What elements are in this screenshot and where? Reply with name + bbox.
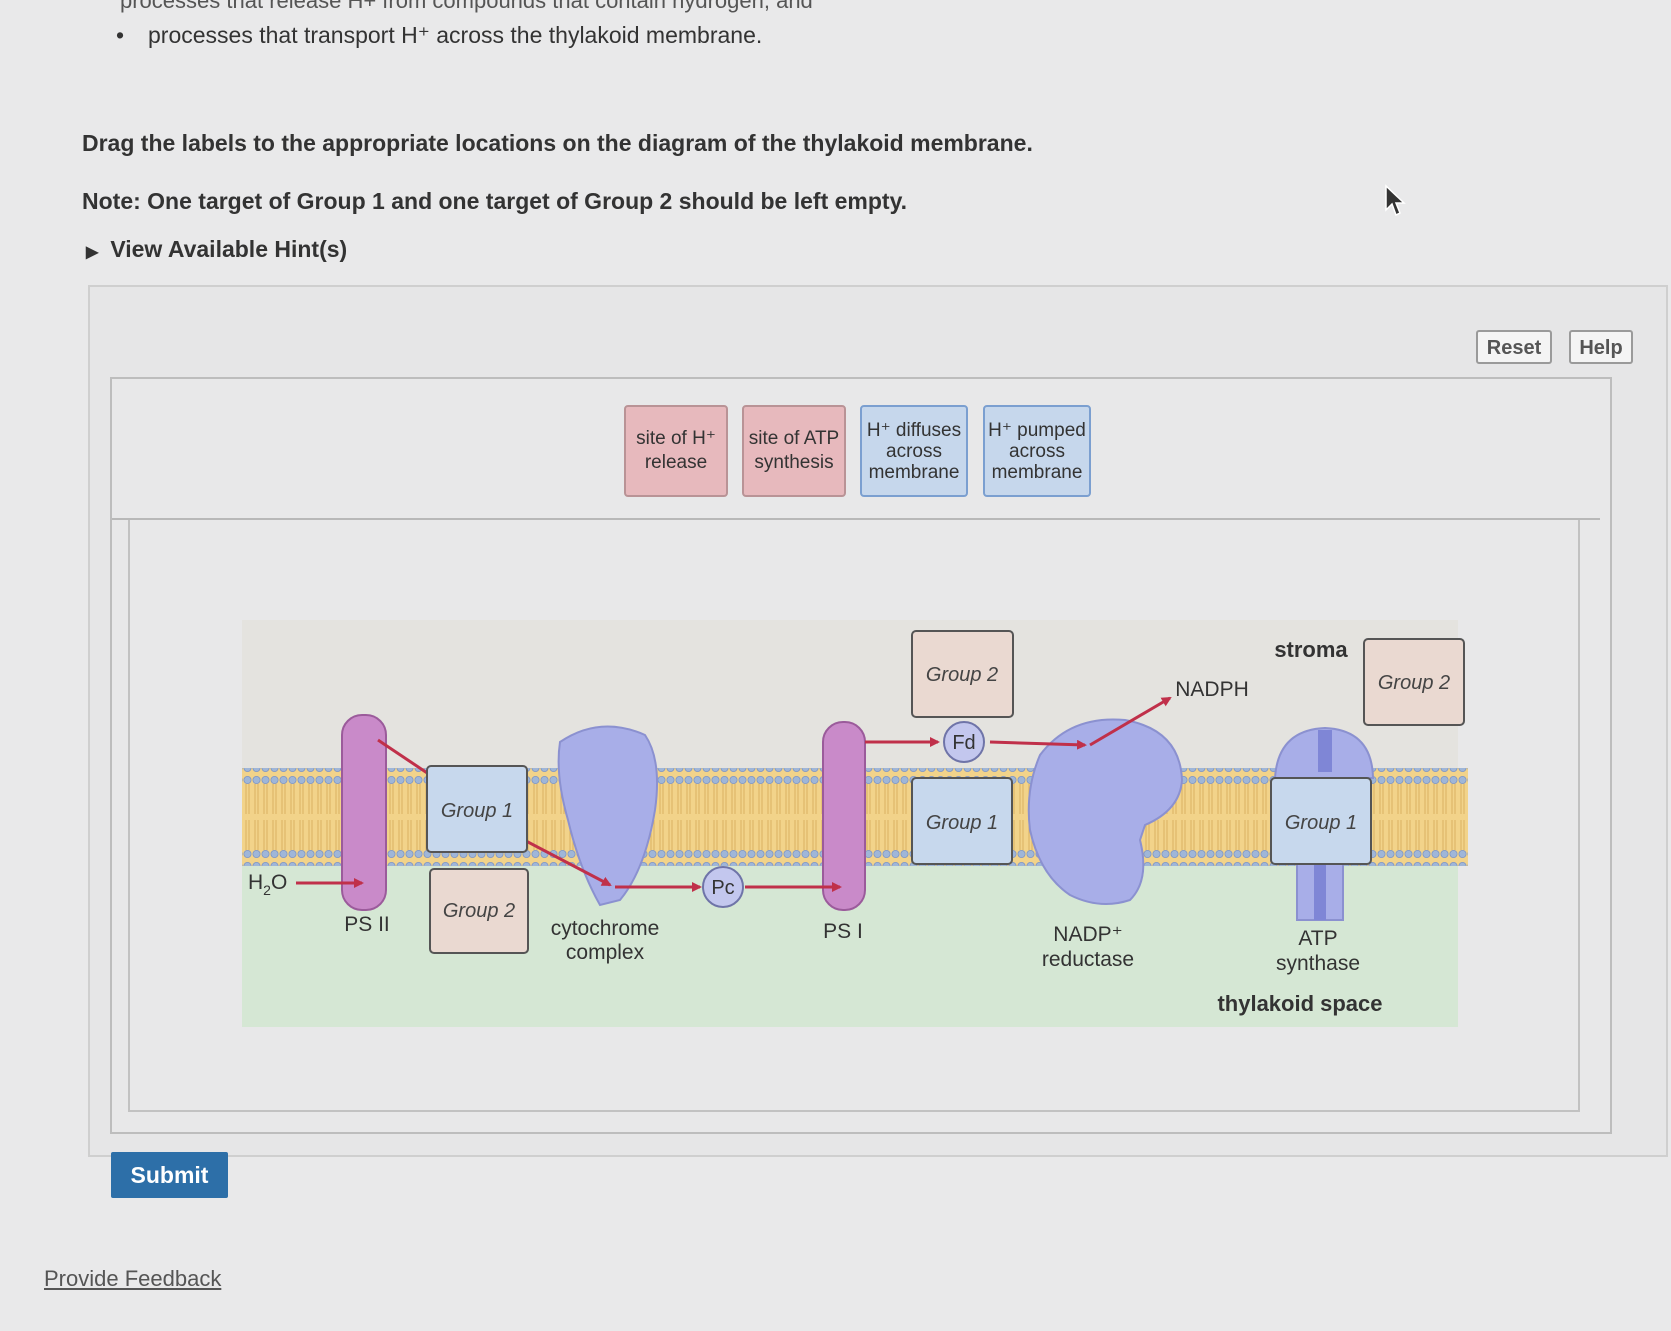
reset-button[interactable]: Reset — [1476, 330, 1552, 364]
group1-target-label: Group 1 — [441, 800, 513, 822]
label-site-of-atp-synthesis[interactable]: site of ATP synthesis — [742, 405, 846, 497]
label-line: H⁺ diffuses — [866, 419, 962, 441]
group1-target-3[interactable]: Group 1 — [1270, 777, 1372, 865]
view-hints-label: View Available Hint(s) — [110, 236, 348, 262]
thylakoid-space-label: thylakoid space — [1217, 991, 1382, 1016]
stroma-label: stroma — [1274, 637, 1348, 662]
cytochrome-complex-shape — [557, 725, 658, 907]
ps1-complex — [822, 721, 866, 911]
help-button[interactable]: Help — [1569, 330, 1633, 364]
label-line: release — [644, 452, 708, 473]
h2o-o: O — [271, 871, 287, 894]
label-line: across — [1009, 440, 1065, 462]
drag-instruction: Drag the labels to the appropriate locat… — [82, 130, 1033, 156]
fd-to-reductase-arrow — [989, 739, 1087, 750]
group2-target-3[interactable]: Group 2 — [1363, 638, 1465, 726]
nadp-reductase-label-line1: NADP⁺ — [1053, 923, 1122, 946]
label-line: across — [886, 440, 942, 462]
mouse-cursor-icon — [1385, 184, 1406, 217]
atp-synthase-label-line1: ATP — [1298, 927, 1337, 950]
group2-target-2[interactable]: Group 2 — [911, 630, 1014, 718]
nadph-label: NADPH — [1175, 678, 1249, 701]
fd-carrier — [943, 721, 985, 763]
group2-target-label: Group 2 — [443, 900, 515, 922]
atp-synthase-label-line2: synthase — [1276, 952, 1360, 975]
label-text: site of ATP synthesis — [749, 427, 839, 475]
group2-target-label: Group 2 — [926, 664, 998, 686]
ps2-complex — [341, 714, 387, 911]
label-site-of-h-release[interactable]: site of H⁺ release — [624, 405, 728, 497]
ps2-label: PS II — [344, 913, 390, 936]
label-line: H⁺ pumped — [988, 419, 1086, 441]
group1-target-2[interactable]: Group 1 — [911, 777, 1013, 865]
instruction-bullet: processes that transport H⁺ across the t… — [116, 22, 763, 49]
provide-feedback-link[interactable]: Provide Feedback — [44, 1266, 222, 1291]
label-line: site of ATP — [748, 428, 840, 449]
pc-carrier — [702, 866, 744, 908]
label-line: site of H⁺ — [636, 428, 716, 449]
label-text: site of H⁺ release — [636, 427, 716, 475]
h2o-subscript: 2 — [263, 882, 271, 898]
expand-triangle-icon: ▶ — [86, 244, 99, 261]
view-hints-link[interactable]: ▶ View Available Hint(s) — [86, 236, 347, 263]
pc-label: Pc — [711, 877, 734, 899]
fd-label: Fd — [952, 732, 975, 754]
atp-synthase-channel — [1314, 860, 1326, 920]
instruction-bullet-cut: processes that release H+ from compounds… — [120, 0, 813, 13]
label-bank-divider — [112, 518, 1600, 520]
group2-target-1[interactable]: Group 2 — [429, 868, 529, 954]
note-instruction: Note: One target of Group 1 and one targ… — [82, 188, 908, 214]
cytochrome-label-line2: complex — [566, 941, 645, 964]
instruction-bullet-text: processes that transport H⁺ across the t… — [148, 22, 763, 48]
group2-target-label: Group 2 — [1378, 672, 1450, 694]
submit-button[interactable]: Submit — [111, 1152, 228, 1198]
h2o-label: H2O — [248, 871, 287, 898]
reductase-to-nadph-arrow — [1089, 696, 1172, 747]
cytochrome-label-line1: cytochrome — [551, 917, 660, 940]
label-line: membrane — [868, 461, 960, 483]
nadp-reductase-shape — [1027, 718, 1184, 905]
label-line: synthesis — [754, 452, 834, 473]
group1-target-1[interactable]: Group 1 — [426, 765, 528, 853]
h2o-h: H — [248, 871, 263, 894]
diagram-drop-area — [128, 520, 1580, 1112]
group1-target-label: Group 1 — [926, 812, 998, 834]
label-line: membrane — [991, 461, 1083, 483]
nadp-reductase-label-line2: reductase — [1042, 948, 1134, 971]
group1-target-label: Group 1 — [1285, 812, 1357, 834]
ps1-label: PS I — [823, 920, 863, 943]
atp-synthase-stalk — [1318, 730, 1332, 772]
